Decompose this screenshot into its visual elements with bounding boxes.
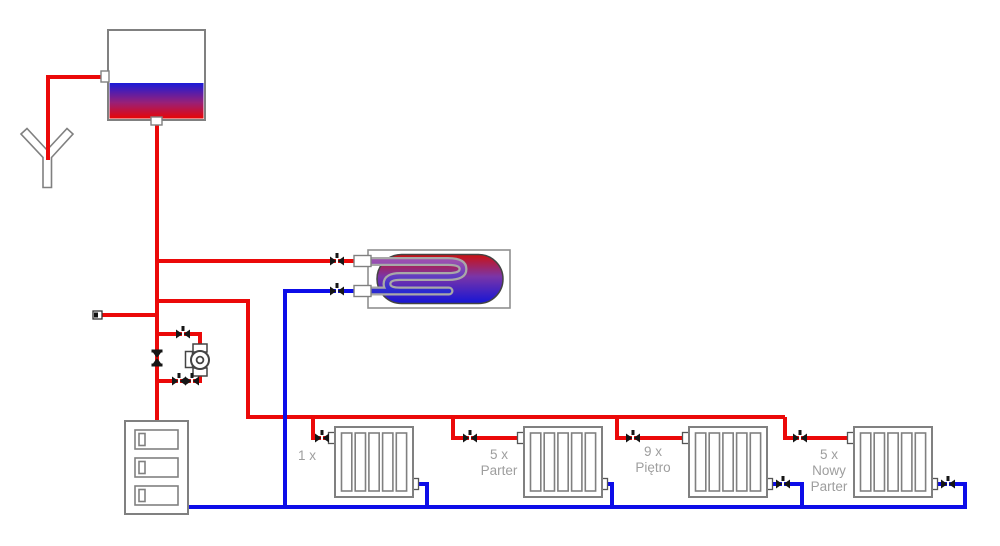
pipe-expansion-overflow[interactable]: [46, 75, 103, 160]
dhw-cylinder[interactable]: [353, 249, 511, 309]
rad4-return-valve-icon[interactable]: [941, 476, 955, 489]
pipe-pump-top[interactable]: [157, 332, 202, 346]
radiator-1-label: 1 x: [298, 448, 316, 463]
dhw-bottom-port: [353, 284, 372, 298]
expansion-tank-bottom-port: [150, 116, 163, 126]
rad3-supply-valve-icon[interactable]: [626, 430, 640, 443]
radiator-2-parter[interactable]: [516, 426, 609, 498]
pump-top-valve-icon[interactable]: [176, 326, 190, 339]
dhw-top-port: [353, 254, 372, 268]
radiator-4-nowy-parter[interactable]: [846, 426, 939, 498]
pipe-radiator-supply-main[interactable]: [157, 299, 785, 419]
rad3-return-valve-icon[interactable]: [776, 476, 790, 489]
expansion-tank-water: [109, 83, 204, 119]
dhw-supply-valve-icon[interactable]: [330, 253, 344, 266]
radiator-2-label-count: 5 x: [490, 447, 508, 462]
rad1-supply-valve-icon[interactable]: [315, 430, 329, 443]
boiler[interactable]: [124, 420, 189, 515]
radiator-4-label-zone2: Parter: [811, 479, 848, 494]
expansion-tank[interactable]: [100, 29, 206, 126]
pipe-rad3-supply[interactable]: [615, 417, 689, 440]
dhw-heating-coil: [366, 257, 468, 296]
pipe-rad2-supply[interactable]: [451, 417, 524, 440]
temperature-sensor-icon[interactable]: [92, 310, 103, 320]
pipe-rad4-supply[interactable]: [783, 417, 854, 440]
boiler-slot-2-door: [138, 460, 146, 475]
rad4-supply-valve-icon[interactable]: [793, 430, 807, 443]
radiator-3-pietro[interactable]: [681, 426, 774, 498]
expansion-tank-left-port: [100, 70, 110, 83]
boiler-slot-1-door: [138, 432, 146, 447]
radiator-4-label-zone1: Nowy: [812, 463, 846, 478]
pump-bottom-valve-icon[interactable]: [172, 373, 186, 386]
bypass-gate-valve-icon[interactable]: [151, 349, 163, 367]
boiler-slot-3-door: [138, 488, 146, 503]
rad2-supply-valve-icon[interactable]: [463, 430, 477, 443]
pump-rotor: [195, 355, 205, 365]
radiator-2-label-zone: Parter: [481, 463, 518, 478]
radiator-3-label-count: 9 x: [644, 444, 662, 459]
dhw-return-valve-icon[interactable]: [330, 283, 344, 296]
radiator-4-label-count: 5 x: [820, 447, 838, 462]
radiator-3-label-zone: Piętro: [635, 460, 670, 475]
circulation-pump[interactable]: [184, 343, 210, 377]
radiator-1[interactable]: [327, 426, 420, 498]
